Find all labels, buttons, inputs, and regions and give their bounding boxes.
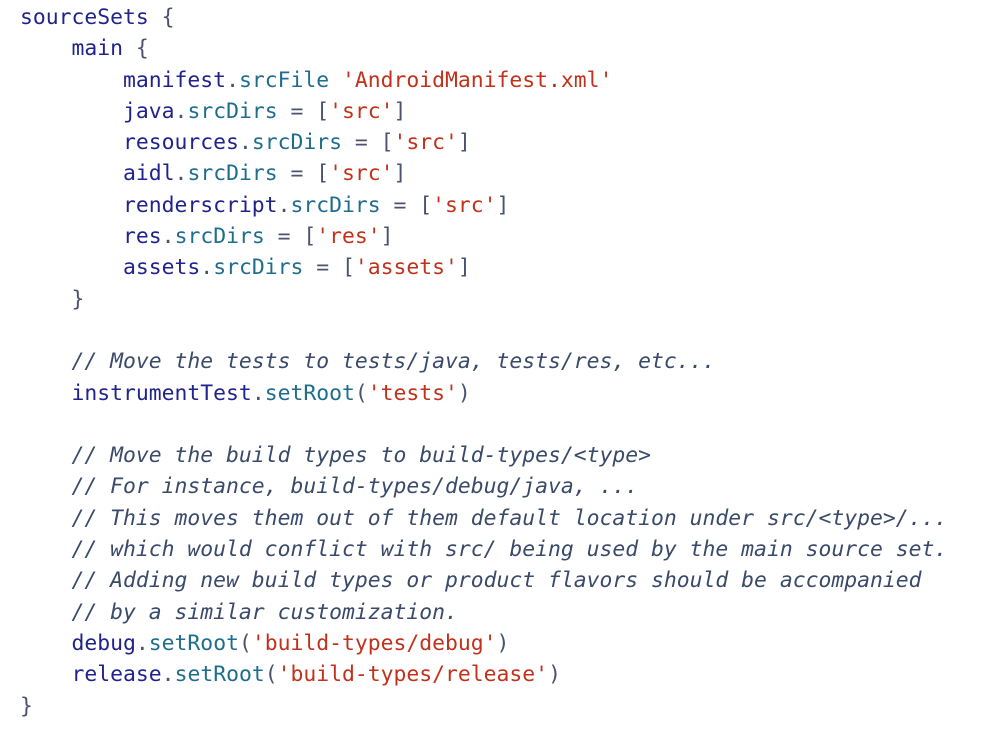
code-line: sourceSets {	[20, 2, 990, 33]
code-string: 'assets'	[354, 255, 458, 281]
code-punctuation: ]	[393, 98, 407, 124]
code-line: // This moves them out of them default l…	[20, 503, 990, 534]
code-member: srcDirs	[290, 192, 381, 218]
code-line: java.srcDirs = ['src']	[20, 96, 990, 127]
code-punctuation: ]	[457, 255, 471, 281]
code-line: aidl.srcDirs = ['src']	[20, 158, 990, 189]
code-line: // by a similar customization.	[20, 597, 990, 628]
code-punctuation: .	[238, 130, 252, 156]
code-whitespace	[20, 412, 33, 437]
code-identifier: res	[20, 224, 162, 250]
code-identifier: java	[20, 98, 175, 124]
code-string: 'src'	[432, 192, 497, 218]
code-comment: // Adding new build types or product fla…	[20, 568, 922, 594]
code-line: // Move the build types to build-types/<…	[20, 440, 990, 471]
code-identifier: instrumentTest	[20, 380, 252, 406]
code-punctuation: .	[161, 224, 175, 250]
code-punctuation: ]	[380, 224, 394, 250]
code-punctuation: = [	[277, 98, 330, 124]
code-member: srcDirs	[187, 98, 278, 124]
code-punctuation: .	[135, 630, 149, 656]
code-punctuation: )	[457, 380, 471, 406]
code-identifier: debug	[20, 630, 136, 656]
code-punctuation: (	[238, 630, 252, 656]
code-line: main {	[20, 33, 990, 64]
code-string: 'build-types/debug'	[251, 630, 497, 656]
code-identifier: main	[20, 36, 124, 62]
code-punctuation: .	[161, 662, 175, 688]
code-punctuation: = [	[303, 255, 355, 281]
code-member: setRoot	[264, 380, 355, 406]
code-punctuation: ]	[496, 192, 510, 218]
code-line: res.srcDirs = ['res']	[20, 221, 990, 252]
code-identifier: resources	[20, 130, 239, 156]
code-member: setRoot	[148, 630, 239, 656]
code-string: 'src'	[329, 161, 394, 187]
code-punctuation: .	[226, 67, 239, 93]
code-identifier: renderscript	[20, 192, 278, 218]
code-string: 'src'	[329, 98, 394, 124]
code-comment: // which would conflict with src/ being …	[20, 537, 948, 563]
code-identifier: assets	[20, 255, 201, 281]
code-comment: // For instance, build-types/debug/java,…	[20, 474, 639, 500]
code-member: srcFile	[238, 67, 330, 93]
code-comment: // Move the tests to tests/java, tests/r…	[20, 349, 716, 375]
code-member: srcDirs	[251, 130, 342, 156]
code-punctuation: .	[251, 380, 265, 406]
code-line	[20, 315, 990, 346]
code-line: // For instance, build-types/debug/java,…	[20, 471, 990, 502]
code-punctuation: (	[354, 380, 368, 406]
code-line: instrumentTest.setRoot('tests')	[20, 378, 990, 409]
code-punctuation: .	[200, 255, 214, 281]
code-comment: // This moves them out of them default l…	[20, 505, 948, 531]
code-line: }	[20, 284, 990, 315]
code-member: srcDirs	[213, 255, 304, 281]
code-punctuation: ]	[457, 130, 471, 156]
code-string: 'AndroidManifest.xml'	[342, 67, 613, 93]
code-line: // Move the tests to tests/java, tests/r…	[20, 346, 990, 377]
code-line	[20, 409, 990, 440]
code-member: srcDirs	[174, 224, 265, 250]
code-string: 'build-types/release'	[277, 662, 549, 688]
code-identifier: release	[20, 662, 162, 688]
code-punctuation: = [	[277, 161, 330, 187]
code-line: // Adding new build types or product fla…	[20, 565, 990, 596]
code-punctuation: = [	[380, 192, 433, 218]
code-whitespace	[20, 318, 33, 343]
code-punctuation: {	[123, 36, 149, 62]
code-member: srcDirs	[187, 161, 278, 187]
code-punctuation: .	[174, 161, 188, 187]
code-punctuation: )	[496, 630, 510, 656]
code-line: }	[20, 691, 990, 722]
code-punctuation: }	[20, 693, 33, 719]
code-line: manifest.srcFile 'AndroidManifest.xml'	[20, 65, 990, 96]
code-identifier: sourceSets	[20, 5, 149, 30]
code-whitespace	[329, 68, 342, 93]
code-identifier: manifest	[20, 67, 227, 93]
code-punctuation: ]	[393, 161, 407, 187]
code-member: setRoot	[174, 662, 265, 688]
code-line: debug.setRoot('build-types/debug')	[20, 628, 990, 659]
code-string: 'res'	[316, 224, 381, 250]
code-punctuation: }	[20, 286, 85, 312]
code-punctuation: .	[174, 98, 188, 124]
code-line: // which would conflict with src/ being …	[20, 534, 990, 565]
code-line: release.setRoot('build-types/release')	[20, 659, 990, 690]
code-editor[interactable]: sourceSets { main { manifest.srcFile 'An…	[20, 2, 990, 722]
code-comment: // Move the build types to build-types/<…	[20, 443, 652, 469]
code-punctuation: (	[264, 662, 278, 688]
code-string: 'src'	[393, 130, 458, 156]
code-punctuation: {	[148, 5, 175, 30]
code-line: assets.srcDirs = ['assets']	[20, 252, 990, 283]
code-comment: // by a similar customization.	[20, 599, 458, 625]
code-punctuation: .	[277, 192, 291, 218]
code-punctuation: )	[548, 662, 561, 688]
code-punctuation: = [	[341, 130, 394, 156]
code-punctuation: = [	[264, 224, 317, 250]
code-identifier: aidl	[20, 161, 175, 187]
code-line: resources.srcDirs = ['src']	[20, 127, 990, 158]
code-line: renderscript.srcDirs = ['src']	[20, 190, 990, 221]
code-string: 'tests'	[367, 380, 458, 406]
